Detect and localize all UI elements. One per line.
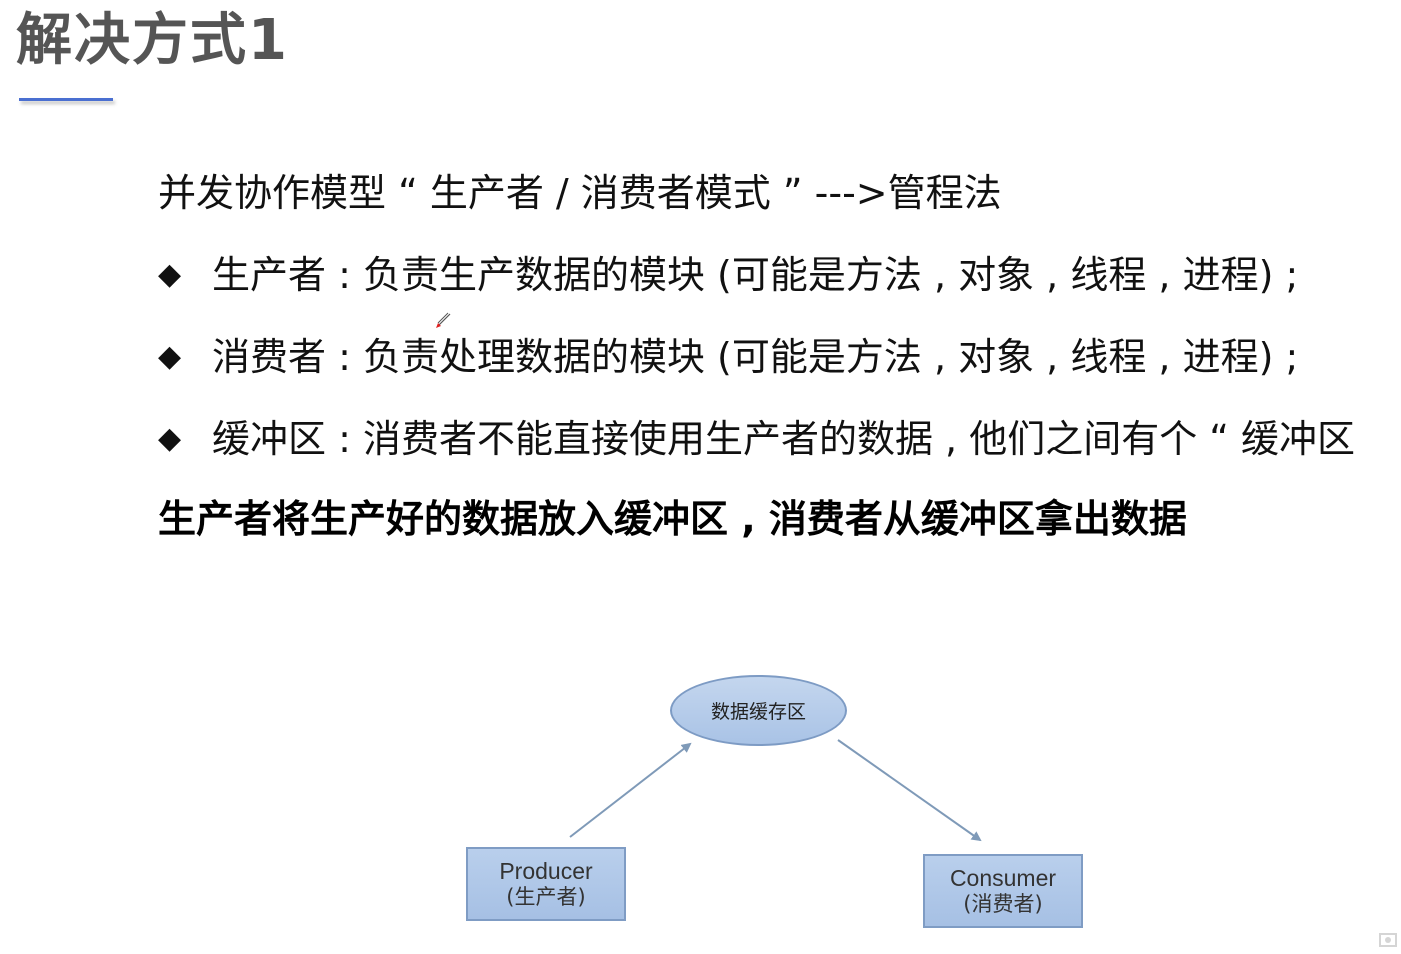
watermark-icon: [1379, 933, 1397, 947]
diamond-bullet-icon: ◆: [158, 339, 182, 374]
bullet-item-buffer: ◆ 缓冲区 : 消费者不能直接使用生产者的数据 , 他们之间有个 “ 缓冲区: [158, 414, 1355, 464]
bullet-text: 缓冲区 : 消费者不能直接使用生产者的数据 , 他们之间有个 “ 缓冲区: [212, 417, 1356, 461]
consumer-label-en: Consumer: [949, 865, 1057, 891]
intro-text: 并发协作模型 “ 生产者 / 消费者模式 ” --->管程法: [158, 171, 1002, 215]
buffer-node: 数据缓存区: [670, 675, 847, 746]
bullet-text: 生产者 : 负责生产数据的模块 (可能是方法 , 对象 , 线程 , 进程) ;: [212, 253, 1299, 297]
producer-label-zh: (生产者): [506, 885, 586, 909]
title-underline: [19, 98, 113, 101]
producer-node: Producer (生产者): [466, 847, 626, 921]
diamond-bullet-icon: ◆: [158, 257, 182, 292]
bullet-item-consumer: ◆ 消费者 : 负责处理数据的模块 (可能是方法 , 对象 , 线程 , 进程) …: [158, 332, 1298, 382]
buffer-node-label: 数据缓存区: [710, 701, 806, 723]
summary-text: 生产者将生产好的数据放入缓冲区 , 消费者从缓冲区拿出数据: [158, 497, 1187, 541]
bullet-text: 消费者 : 负责处理数据的模块 (可能是方法 , 对象 , 线程 , 进程) ;: [212, 335, 1299, 379]
bullet-item-producer: ◆ 生产者 : 负责生产数据的模块 (可能是方法 , 对象 , 线程 , 进程) …: [158, 250, 1298, 300]
consumer-label-zh: (消费者): [963, 892, 1043, 916]
slide-title: 解决方式1: [16, 8, 289, 73]
producer-label-en: Producer: [499, 858, 593, 884]
pen-cursor-icon: [436, 312, 451, 328]
arrow-buffer-to-consumer: [837, 739, 982, 842]
arrow-producer-to-buffer: [569, 742, 692, 838]
diamond-bullet-icon: ◆: [158, 421, 182, 456]
consumer-node: Consumer (消费者): [923, 854, 1083, 928]
